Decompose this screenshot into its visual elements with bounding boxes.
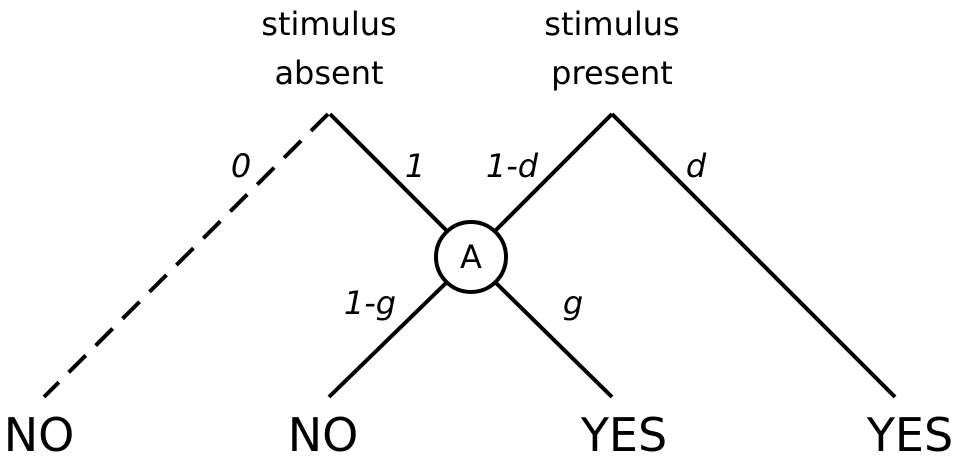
outcome-no-far-left: NO (4, 408, 75, 462)
edge-node-to-yes (494, 281, 614, 399)
prob-absent-right: 1 (405, 147, 425, 185)
absent-heading-line-1: stimulus (261, 5, 396, 43)
edge-present-to-node (494, 112, 614, 232)
node-a-label: A (460, 238, 482, 276)
absent-heading-line-2: absent (274, 54, 383, 92)
outcome-yes-mid-right: YES (580, 408, 667, 462)
outcome-no-mid-left: NO (288, 408, 359, 462)
edge-absent-to-no-dashed (42, 112, 330, 399)
present-heading-line-1: stimulus (544, 5, 679, 43)
prob-node-left: 1-g (344, 284, 396, 322)
edge-present-to-yes (610, 112, 897, 399)
prob-present-right: d (686, 147, 707, 185)
prob-absent-left: 0 (231, 147, 251, 185)
edge-absent-to-node (328, 112, 448, 232)
node-a-circle (434, 220, 508, 294)
outcome-yes-far-right: YES (866, 408, 953, 462)
edge-node-to-no (327, 281, 448, 399)
prob-present-left: 1-d (486, 147, 539, 185)
present-heading-line-2: present (551, 54, 673, 92)
prob-node-right: g (563, 284, 583, 322)
